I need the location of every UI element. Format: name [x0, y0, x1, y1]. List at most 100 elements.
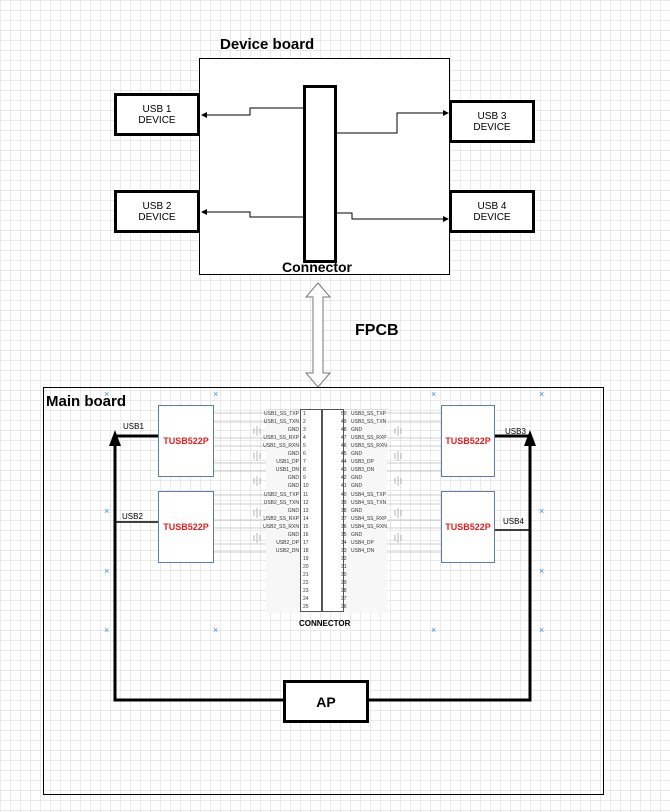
- connector-pin-number-left: 25: [303, 604, 309, 611]
- connector-pin-number-left: 12: [303, 499, 309, 506]
- connector-pin-name-right: GND: [351, 531, 363, 538]
- connector-pin-number-right: 37: [341, 515, 347, 522]
- marker-x-icon: ×: [104, 625, 110, 635]
- connector-caption: CONNECTOR: [299, 619, 351, 628]
- connector-pin-name-left: GND: [287, 507, 299, 514]
- connector-pin-number-right: 36: [341, 523, 347, 530]
- usb1-device: USB 1 DEVICE: [114, 93, 200, 136]
- connector-pin-name-left: GND: [287, 451, 299, 458]
- device-connector-bar: [303, 85, 337, 263]
- usb2-device: USB 2 DEVICE: [114, 190, 200, 233]
- usb1-device-type: DEVICE: [138, 114, 176, 126]
- usb1-device-name: USB 1: [142, 103, 172, 115]
- usb4-device-name: USB 4: [477, 200, 507, 212]
- connector-pin-number-right: 42: [341, 475, 347, 482]
- connector-pin-name-left: GND: [287, 427, 299, 434]
- connector-pin-name-right: USB4_SS_RXN: [351, 523, 387, 530]
- tusb522p-label-4: TUSB522P: [445, 522, 491, 532]
- fpcb-label: FPCB: [355, 322, 399, 339]
- connector-pin-number-right: 38: [341, 507, 347, 514]
- usb3-device: USB 3 DEVICE: [449, 100, 535, 143]
- connector-pin-name-left: USB2_SS_RXP: [263, 515, 299, 522]
- marker-x-icon: ×: [104, 566, 110, 576]
- usb4-arrowhead: [443, 216, 449, 222]
- connector-pin-number-left: 5: [303, 443, 306, 450]
- marker-x-icon: ×: [104, 506, 110, 516]
- connector-pin-name-right: USB3_DN: [351, 467, 375, 474]
- connector-pin-number-left: 17: [303, 539, 309, 546]
- connector-pin-name-left: USB1_SS_RXP: [263, 435, 299, 442]
- connector-pin-number-left: 18: [303, 547, 309, 554]
- connector-pin-name-right: GND: [351, 427, 363, 434]
- connector-pin-name-right: GND: [351, 451, 363, 458]
- connector-pin-number-left: 13: [303, 507, 309, 514]
- connector-pin-number-left: 3: [303, 427, 306, 434]
- usb3-bus-arrowhead: [524, 430, 536, 446]
- ap-box: AP: [283, 680, 369, 723]
- connector-pin-name-right: GND: [351, 475, 363, 482]
- connector-pin-number-left: 11: [303, 491, 309, 498]
- tusb522p-label-1: TUSB522P: [163, 436, 209, 446]
- usb1-left-bus: [113, 434, 283, 702]
- usb2-arrowhead: [201, 209, 207, 215]
- connector-pin-number-left: 1: [303, 411, 306, 417]
- connector-pin-number-right: 40: [341, 491, 347, 498]
- connector-pin-name-right: USB3_SS_RXP: [351, 435, 387, 442]
- connector-pin-number-right: 33: [341, 547, 347, 554]
- connector-pin-name-right: USB3_SS_TXP: [351, 411, 387, 417]
- connector-pin-name-right: USB3_DP: [351, 459, 374, 466]
- connector-pin-number-right: 29: [341, 580, 347, 587]
- connector-pin-number-right: 32: [341, 555, 347, 562]
- connector-pin-number-right: 45: [341, 451, 347, 458]
- connector-pin-number-right: 43: [341, 467, 347, 474]
- connector-pin-name-left: USB1_SS_TXP: [263, 411, 299, 417]
- connector-pin-number-left: 23: [303, 588, 309, 595]
- tusb522p-chip-usb2: TUSB522P: [158, 491, 214, 563]
- connector-pin-number-right: 48: [341, 427, 347, 434]
- connector-pin-column-left: [300, 409, 322, 612]
- device-board-title: Device board: [220, 36, 315, 53]
- fpcb-double-arrow: [304, 282, 332, 388]
- connector-pin-number-left: 20: [303, 563, 309, 570]
- usb3-arrowhead: [443, 110, 449, 116]
- marker-x-icon: ×: [539, 625, 545, 635]
- usb4-signal-line: [337, 212, 445, 220]
- tusb522p-label-3: TUSB522P: [445, 436, 491, 446]
- connector-pin-number-left: 8: [303, 467, 306, 474]
- connector-pin-name-right: USB3_SS_RXN: [351, 443, 387, 450]
- connector-pin-number-right: 44: [341, 459, 347, 466]
- marker-x-icon: ×: [431, 389, 437, 399]
- ground-symbols: [253, 426, 402, 543]
- marker-x-icon: ×: [104, 389, 110, 399]
- connector-pin-name-left: USB1_SS_RXN: [263, 443, 299, 450]
- connector-pin-name-left: GND: [287, 475, 299, 482]
- tusb522p-chip-usb1: TUSB522P: [158, 405, 214, 477]
- tusb522p-chip-usb3: TUSB522P: [441, 405, 495, 477]
- connector-pin-name-left: USB1_DN: [275, 467, 299, 474]
- marker-x-icon: ×: [213, 389, 219, 399]
- connector-pin-number-right: 50: [341, 411, 347, 417]
- connector-pin-column-right: [322, 409, 344, 612]
- connector-pin-name-right: USB4_SS_TXP: [351, 491, 387, 498]
- connector-label: Connector: [282, 259, 352, 275]
- connector-pin-name-left: USB2_DP: [276, 539, 299, 546]
- connector-pin-number-right: 26: [341, 604, 347, 611]
- main-board: [43, 387, 604, 795]
- usb2-device-name: USB 2: [142, 200, 172, 212]
- ap-label: AP: [316, 693, 336, 710]
- connector-pin-name-right: USB4_SS_RXP: [351, 515, 387, 522]
- connector-pin-name-left: USB2_DN: [275, 547, 299, 554]
- connector-pin-number-left: 24: [303, 596, 309, 603]
- connector-pin-name-left: USB2_SS_RXN: [263, 523, 299, 530]
- connector-pin-number-right: 39: [341, 499, 347, 506]
- connector-pin-number-left: 6: [303, 451, 306, 458]
- connector-pin-name-left: USB2_SS_TXN: [263, 499, 299, 506]
- connector-pin-number-left: 21: [303, 572, 309, 578]
- connector-pin-number-right: 35: [341, 531, 347, 538]
- connector-pin-number-right: 31: [341, 563, 347, 570]
- usb3-device-name: USB 3: [477, 110, 507, 122]
- connector-pin-number-right: 46: [341, 443, 347, 450]
- connector-pin-name-right: USB4_SS_TXN: [351, 499, 387, 506]
- connector-pin-name-right: GND: [351, 507, 363, 514]
